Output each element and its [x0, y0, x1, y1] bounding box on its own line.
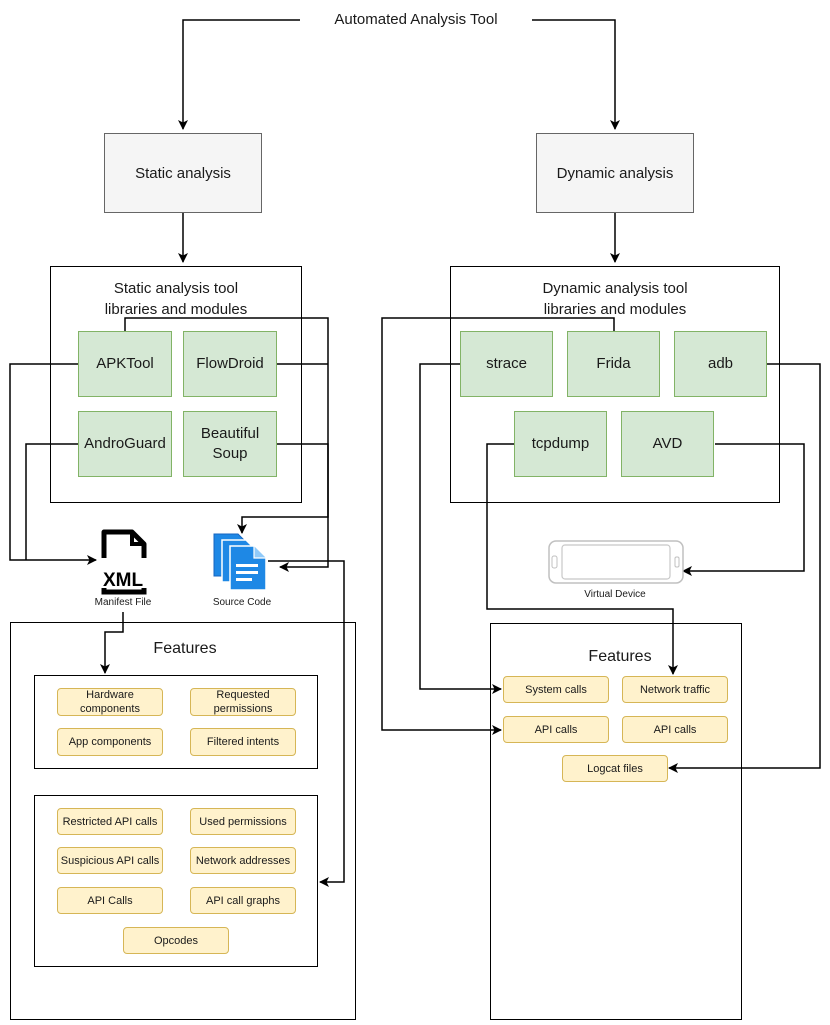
static-tools-title-line2: libraries and modules	[104, 301, 248, 318]
dynamic-tools-title: Dynamic analysis tool libraries and modu…	[450, 278, 780, 322]
static-analysis-box: Static analysis	[104, 133, 262, 213]
feature-filtered-intents: Filtered intents	[190, 728, 296, 756]
dynamic-tools-frame	[450, 266, 780, 503]
manifest-file-label: Manifest File	[94, 597, 152, 608]
xml-icon-text: XML	[103, 570, 144, 591]
static-features-frame	[10, 622, 356, 1020]
feature-api-call-graphs: API call graphs	[190, 887, 296, 914]
dynamic-analysis-box: Dynamic analysis	[536, 133, 694, 213]
dynamic-features-frame	[490, 623, 742, 1020]
feature-app-components: App components	[57, 728, 163, 756]
diagram-title: Automated Analysis Tool	[300, 9, 532, 31]
feature-logcat-files: Logcat files	[562, 755, 668, 782]
tool-adb: adb	[674, 331, 767, 397]
tool-beautiful-soup: Beautiful Soup	[183, 411, 277, 477]
static-tools-title: Static analysis tool libraries and modul…	[50, 278, 302, 322]
tool-strace: strace	[460, 331, 553, 397]
feature-system-calls: System calls	[503, 676, 609, 703]
virtual-device-label: Virtual Device	[584, 589, 646, 600]
feature-api-calls-static: API Calls	[57, 887, 163, 914]
dynamic-features-title: Features	[588, 648, 652, 665]
feature-api-calls-dynamic-1: API calls	[503, 716, 609, 743]
arrow-title-to-dynamic	[532, 19, 620, 130]
tool-avd: AVD	[621, 411, 714, 477]
static-tools-title-line1: Static analysis tool	[113, 280, 239, 297]
feature-requested-permissions: Requested permissions	[190, 688, 296, 716]
feature-suspicious-api-calls: Suspicious API calls	[57, 847, 163, 874]
static-features-group-code	[34, 795, 318, 967]
feature-network-addresses: Network addresses	[190, 847, 296, 874]
static-features-group-manifest	[34, 675, 318, 769]
feature-api-calls-dynamic-2: API calls	[622, 716, 728, 743]
source-code-label: Source Code	[212, 597, 272, 608]
dynamic-tools-title-line2: libraries and modules	[543, 301, 687, 318]
tool-frida: Frida	[567, 331, 660, 397]
tool-androguard: AndroGuard	[78, 411, 172, 477]
arrow-title-to-static	[178, 19, 300, 130]
xml-file-icon: XML	[101, 529, 147, 595]
source-code-icon	[213, 533, 267, 591]
feature-network-traffic: Network traffic	[622, 676, 728, 703]
feature-restricted-api-calls: Restricted API calls	[57, 808, 163, 835]
feature-hardware-components: Hardware components	[57, 688, 163, 716]
feature-opcodes: Opcodes	[123, 927, 229, 954]
feature-used-permissions: Used permissions	[190, 808, 296, 835]
dynamic-tools-title-line1: Dynamic analysis tool	[542, 280, 688, 297]
tool-flowdroid: FlowDroid	[183, 331, 277, 397]
static-features-title: Features	[130, 638, 240, 660]
virtual-device-icon	[548, 540, 684, 584]
tool-apktool: APKTool	[78, 331, 172, 397]
tool-tcpdump: tcpdump	[514, 411, 607, 477]
static-tools-frame	[50, 266, 302, 503]
